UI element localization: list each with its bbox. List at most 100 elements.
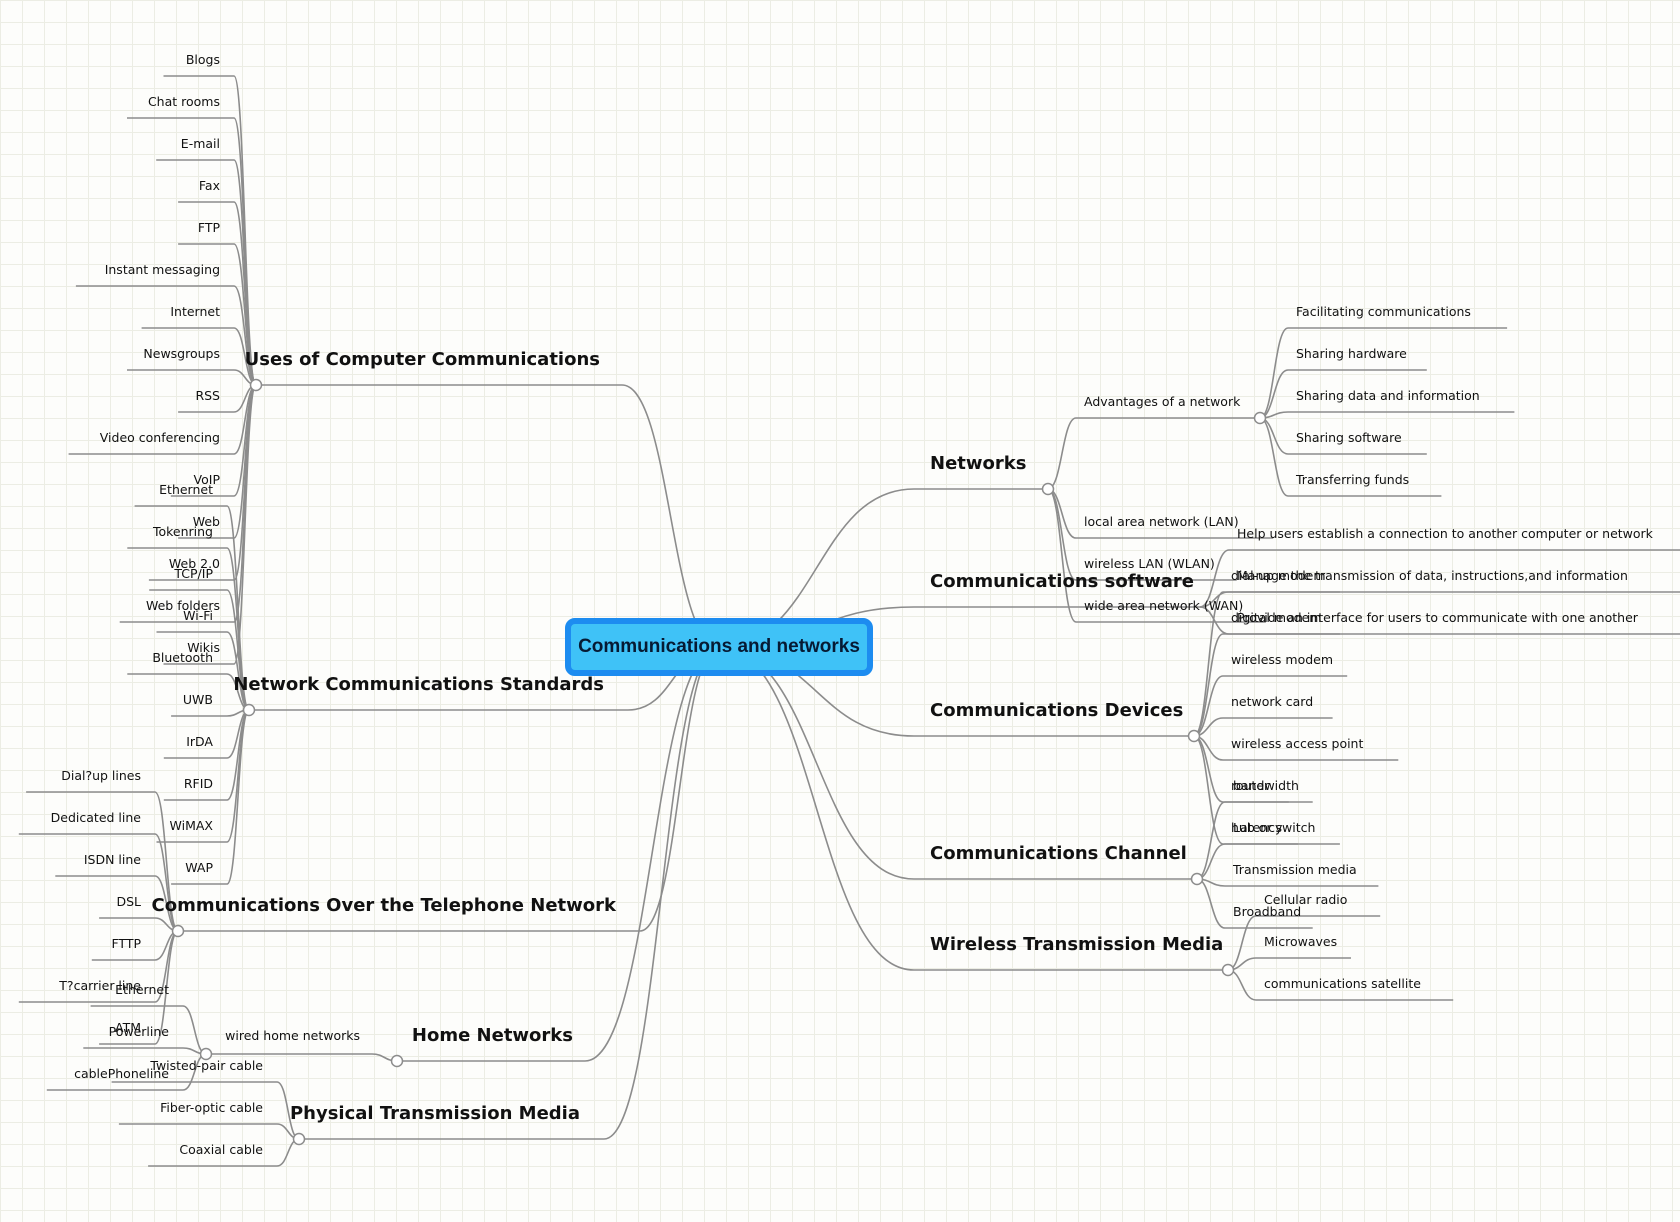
leaf-latency[interactable]: Latency: [1233, 820, 1283, 835]
junction-home[interactable]: [390, 1054, 404, 1068]
leaf-t-carrier-line[interactable]: T?carrier line: [58, 978, 141, 993]
leaf-connector: [226, 709, 250, 885]
leaf-blogs[interactable]: Blogs: [186, 52, 220, 67]
branch-software-label[interactable]: Communications software: [930, 571, 1194, 592]
leaf-web[interactable]: Web: [193, 514, 220, 529]
leaf-communications-satellite[interactable]: communications satellite: [1264, 976, 1421, 991]
leaf-web-folders[interactable]: Web folders: [146, 598, 220, 613]
junction-wired-home[interactable]: [199, 1047, 213, 1061]
leaf-connector: [1259, 417, 1289, 455]
leaf-sharing-hardware[interactable]: Sharing hardware: [1296, 346, 1407, 361]
leaf-twisted-pair-cable[interactable]: Twisted-pair cable: [149, 1058, 263, 1073]
leaf-wireless-access-point[interactable]: wireless access point: [1231, 736, 1363, 751]
leaf-cablephoneline[interactable]: cablePhoneline: [74, 1066, 169, 1081]
leaf-connector: [1259, 327, 1289, 419]
leaf-transferring-funds[interactable]: Transferring funds: [1295, 472, 1409, 487]
leaf-connector: [1196, 801, 1226, 880]
leaf-wikis[interactable]: Wikis: [187, 640, 220, 655]
branch-uses-label[interactable]: Uses of Computer Communications: [245, 349, 600, 370]
leaf-local-area-network-lan[interactable]: local area network (LAN): [1084, 514, 1239, 529]
branch-telephone-label[interactable]: Communications Over the Telephone Networ…: [152, 895, 617, 916]
leaf-digital-modem[interactable]: digital modem: [1231, 610, 1321, 625]
branch-wireless-connector: [718, 646, 915, 971]
leaf-sharing-software[interactable]: Sharing software: [1296, 430, 1402, 445]
leaf-tcp-ip[interactable]: TCP/IP: [173, 566, 213, 581]
leaf-dedicated-line[interactable]: Dedicated line: [51, 810, 142, 825]
leaf-connector: [1259, 417, 1289, 497]
leaf-wi-fi[interactable]: Wi-Fi: [183, 608, 213, 623]
leaf-transmission-media[interactable]: Transmission media: [1232, 862, 1357, 877]
leaf-wireless-modem[interactable]: wireless modem: [1231, 652, 1333, 667]
leaf-ethernet[interactable]: Ethernet: [115, 982, 169, 997]
junction-advantages[interactable]: [1253, 411, 1267, 425]
leaf-network-card[interactable]: network card: [1231, 694, 1313, 709]
junction-channel[interactable]: [1190, 872, 1204, 886]
leaf-instant-messaging[interactable]: Instant messaging: [105, 262, 220, 277]
leaf-e-mail[interactable]: E-mail: [181, 136, 220, 151]
leaf-connector: [154, 833, 179, 932]
junction-uses[interactable]: [249, 378, 263, 392]
junction-telephone[interactable]: [171, 924, 185, 938]
leaf-powerline[interactable]: Powerline: [109, 1024, 170, 1039]
leaf-microwaves[interactable]: Microwaves: [1264, 934, 1337, 949]
leaf-video-conferencing[interactable]: Video conferencing: [100, 430, 220, 445]
leaf-bandwidth[interactable]: bandwidth: [1233, 778, 1299, 793]
junction-wireless[interactable]: [1221, 963, 1235, 977]
leaf-hub-or-switch[interactable]: hub or switch: [1231, 820, 1315, 835]
leaf-bluetooth[interactable]: Bluetooth: [152, 650, 213, 665]
branch-networks-label[interactable]: Networks: [930, 453, 1026, 474]
branch-channel-connector: [718, 646, 915, 880]
leaf-newsgroups[interactable]: Newsgroups: [143, 346, 220, 361]
leaf-dial-up-modem[interactable]: dial-up modem: [1231, 568, 1326, 583]
root-node[interactable]: Communications and networks: [565, 618, 873, 676]
leaf-wireless-lan-wlan[interactable]: wireless LAN (WLAN): [1084, 556, 1215, 571]
branch-wireless-label[interactable]: Wireless Transmission Media: [930, 934, 1223, 955]
leaf-fttp[interactable]: FTTP: [111, 936, 141, 951]
leaf-ftp[interactable]: FTP: [198, 220, 221, 235]
junction-networks[interactable]: [1041, 482, 1055, 496]
node-wired-home-networks[interactable]: wired home networks: [225, 1028, 360, 1043]
leaf-facilitating-communications[interactable]: Facilitating communications: [1296, 304, 1471, 319]
leaf-fiber-optic-cable[interactable]: Fiber-optic cable: [160, 1100, 263, 1115]
leaf-isdn-line[interactable]: ISDN line: [84, 852, 141, 867]
junction-standards[interactable]: [242, 703, 256, 717]
leaf-connector: [226, 709, 250, 843]
branch-uses-connector: [621, 384, 720, 648]
branch-home-connector: [584, 646, 720, 1062]
leaf-help-users-establish-a-connection-to-another-computer-or-network[interactable]: Help users establish a connection to ano…: [1237, 526, 1654, 541]
leaf-web-2-0[interactable]: Web 2.0: [169, 556, 220, 571]
node-advantages-of-a-network[interactable]: Advantages of a network: [1084, 394, 1241, 409]
leaf-wimax[interactable]: WiMAX: [170, 818, 214, 833]
leaf-router[interactable]: router: [1231, 778, 1270, 793]
leaf-chat-rooms[interactable]: Chat rooms: [148, 94, 220, 109]
leaf-uwb[interactable]: UWB: [183, 692, 213, 707]
junction-devices[interactable]: [1187, 729, 1201, 743]
leaf-sharing-data-and-information[interactable]: Sharing data and information: [1296, 388, 1480, 403]
branch-channel-label[interactable]: Communications Channel: [930, 843, 1187, 864]
leaf-dsl[interactable]: DSL: [116, 894, 141, 909]
leaf-internet[interactable]: Internet: [170, 304, 220, 319]
leaf-wap[interactable]: WAP: [185, 860, 213, 875]
leaf-tokenring[interactable]: Tokenring: [152, 524, 213, 539]
leaf-manage-the-transmission-of-data-instructions-and-information[interactable]: Manage the transmission of data, instruc…: [1237, 568, 1628, 583]
leaf-broadband[interactable]: Broadband: [1233, 904, 1301, 919]
leaf-voip[interactable]: VoIP: [194, 472, 221, 487]
leaf-cellular-radio[interactable]: Cellular radio: [1264, 892, 1347, 907]
branch-physical-label[interactable]: Physical Transmission Media: [290, 1103, 580, 1124]
leaf-coaxial-cable[interactable]: Coaxial cable: [179, 1142, 263, 1157]
leaf-rfid[interactable]: RFID: [184, 776, 213, 791]
branch-standards-label[interactable]: Network Communications Standards: [233, 674, 604, 695]
leaf-irda[interactable]: IrDA: [186, 734, 213, 749]
leaf-atm[interactable]: ATM: [115, 1020, 141, 1035]
junction-physical[interactable]: [292, 1132, 306, 1146]
leaf-wide-area-network-wan[interactable]: wide area network (WAN): [1084, 598, 1243, 613]
branch-home-label[interactable]: Home Networks: [412, 1025, 573, 1046]
leaf-provide-an-interface-for-users-to-communicate-with-one-another[interactable]: Provide an interface for users to commun…: [1237, 610, 1639, 625]
leaf-fax[interactable]: Fax: [199, 178, 220, 193]
branch-devices-label[interactable]: Communications Devices: [930, 700, 1183, 721]
leaf-dial-up-lines[interactable]: Dial?up lines: [61, 768, 141, 783]
leaf-rss[interactable]: RSS: [195, 388, 220, 403]
leaf-connector: [1196, 843, 1226, 880]
leaf-ethernet[interactable]: Ethernet: [159, 482, 213, 497]
leaf-connector: [154, 791, 179, 932]
